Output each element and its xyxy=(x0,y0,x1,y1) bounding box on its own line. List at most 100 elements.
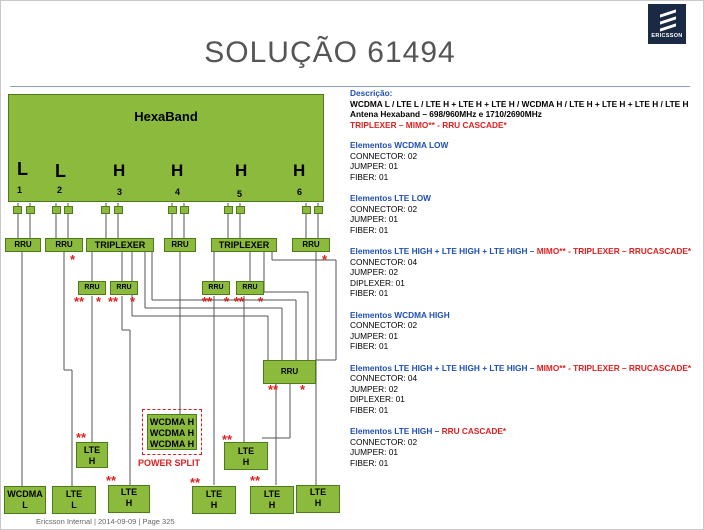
lte-h-label: LTE xyxy=(237,446,255,456)
triplexer-2: TRIPLEXER xyxy=(211,238,277,252)
connector xyxy=(101,206,110,214)
lte-h-sub: H xyxy=(210,500,218,510)
band-3-letter: H xyxy=(113,161,126,180)
connector xyxy=(168,206,177,214)
section-item: JUMPER: 01 xyxy=(350,214,398,224)
section-item: CONNECTOR: 04 xyxy=(350,256,418,267)
rru-cascade: RRU xyxy=(263,360,316,384)
mimo-star: ** xyxy=(74,294,85,309)
mimo-star: ** xyxy=(106,473,117,488)
slide-footer: Ericsson Internal | 2014-09-09 | Page 32… xyxy=(36,517,175,526)
band-6-num: 6 xyxy=(297,187,303,197)
rru-mimo: RRU xyxy=(236,281,264,295)
description-line: TRIPLEXER – MIMO** - RRU CASCADE* xyxy=(350,119,507,130)
mimo-star: ** xyxy=(108,294,119,309)
section-title: Elementos LTE HIGH + LTE HIGH + LTE HIGH… xyxy=(350,246,692,256)
mimo-star: ** xyxy=(222,432,233,447)
section-item: DIPLEXER: 01 xyxy=(350,394,405,404)
lte-h-sub: H xyxy=(88,456,96,466)
section-item: CONNECTOR: 02 xyxy=(350,150,418,161)
rru-lte-low: RRU xyxy=(45,238,83,252)
section-lte-high-triplexer-2: Elementos LTE HIGH + LTE HIGH + LTE HIGH… xyxy=(350,363,702,416)
mimo-star: ** xyxy=(250,473,261,488)
cascade-star: * xyxy=(322,252,328,267)
section-item: CONNECTOR: 02 xyxy=(350,320,418,330)
hexaband-label: HexaBand xyxy=(134,109,198,124)
logo-text: ERICSSON xyxy=(651,33,683,39)
lte-h-label: LTE xyxy=(83,445,101,455)
cascade-star: * xyxy=(224,294,230,309)
band-5-letter: H xyxy=(235,161,248,180)
rru-mimo: RRU xyxy=(110,281,138,295)
lte-h-box: LTE H xyxy=(192,486,236,514)
ericsson-logo: ERICSSON xyxy=(648,4,686,44)
section-item: JUMPER: 01 xyxy=(350,447,398,457)
wcdma-h-label: WCDMA H xyxy=(149,417,195,427)
lte-l-label: LTE xyxy=(65,489,83,499)
band-6-letter: H xyxy=(293,161,306,180)
connector xyxy=(26,206,35,214)
mimo-star: ** xyxy=(190,475,201,490)
section-item: FIBER: 01 xyxy=(350,288,389,298)
wcdma-l-sub: L xyxy=(22,500,28,510)
section-item: DIPLEXER: 01 xyxy=(350,277,405,288)
section-lte-high-triplexer-1: Elementos LTE HIGH + LTE HIGH + LTE HIGH… xyxy=(350,246,702,299)
section-item: JUMPER: 02 xyxy=(350,267,398,277)
lte-h-box: LTE H xyxy=(76,442,108,468)
connector xyxy=(236,206,245,214)
lte-l-box: LTE L xyxy=(52,486,96,514)
connector xyxy=(64,206,73,214)
rru-wcdma-high: RRU xyxy=(164,238,196,252)
connector xyxy=(224,206,233,214)
description-heading: Descrição: xyxy=(350,88,393,98)
lte-h-label: LTE xyxy=(263,489,281,499)
wcdma-l-label: WCDMA xyxy=(7,489,43,499)
rru-mimo: RRU xyxy=(78,281,106,295)
connector xyxy=(13,206,22,214)
description-line: WCDMA L / LTE L / LTE H + LTE H + LTE H … xyxy=(350,98,689,109)
section-lte-high-cascade: Elementos LTE HIGH – RRU CASCADE* CONNEC… xyxy=(350,426,702,468)
mimo-star: ** xyxy=(234,294,245,309)
lte-h-label: LTE xyxy=(309,487,327,497)
description-panel: Descrição: WCDMA L / LTE L / LTE H + LTE… xyxy=(350,88,702,468)
connector xyxy=(180,206,189,214)
band-2-letter: L xyxy=(55,161,66,181)
band-5-num: 5 xyxy=(237,189,243,199)
wcdma-h-label: WCDMA H xyxy=(149,439,195,449)
wcdma-l-box: WCDMA L xyxy=(4,486,46,514)
cascade-star: * xyxy=(258,294,264,309)
cascade-star: * xyxy=(96,294,102,309)
section-item: JUMPER: 02 xyxy=(350,383,398,394)
lte-h-label: LTE xyxy=(205,489,223,499)
section-title: Elementos LTE LOW xyxy=(350,193,431,203)
mimo-star: ** xyxy=(268,382,279,397)
wcdma-h-block: WCDMA H WCDMA H WCDMA H xyxy=(147,414,197,450)
power-split-frame: WCDMA H WCDMA H WCDMA H xyxy=(142,409,202,455)
band-4-num: 4 xyxy=(175,187,181,197)
lte-h-label: LTE xyxy=(120,487,138,497)
section-item: FIBER: 01 xyxy=(350,171,389,182)
band-1-letter: L xyxy=(17,159,28,179)
lte-h-box: LTE H xyxy=(296,485,340,513)
lte-h-sub: H xyxy=(125,498,133,508)
section-item: CONNECTOR: 02 xyxy=(350,436,418,447)
wcdma-h-label: WCDMA H xyxy=(149,428,195,438)
lte-h-box: LTE H xyxy=(224,442,268,470)
section-title: Elementos LTE HIGH – RRU CASCADE* xyxy=(350,426,507,436)
triplexer-1: TRIPLEXER xyxy=(86,238,154,252)
connector xyxy=(302,206,311,214)
section-item: FIBER: 01 xyxy=(350,224,389,235)
band-3-num: 3 xyxy=(117,187,123,197)
band-2-num: 2 xyxy=(57,185,63,195)
cascade-star: * xyxy=(300,382,306,397)
connector xyxy=(314,206,323,214)
cascade-star: * xyxy=(70,252,76,267)
rru-lte-high: RRU xyxy=(292,238,330,252)
lte-h-box: LTE H xyxy=(250,486,294,514)
section-item: CONNECTOR: 04 xyxy=(350,373,418,383)
section-item: JUMPER: 01 xyxy=(350,161,398,171)
mimo-star: ** xyxy=(202,294,213,309)
lte-h-sub: H xyxy=(268,500,276,510)
connector xyxy=(52,206,61,214)
mimo-star: ** xyxy=(76,430,87,445)
